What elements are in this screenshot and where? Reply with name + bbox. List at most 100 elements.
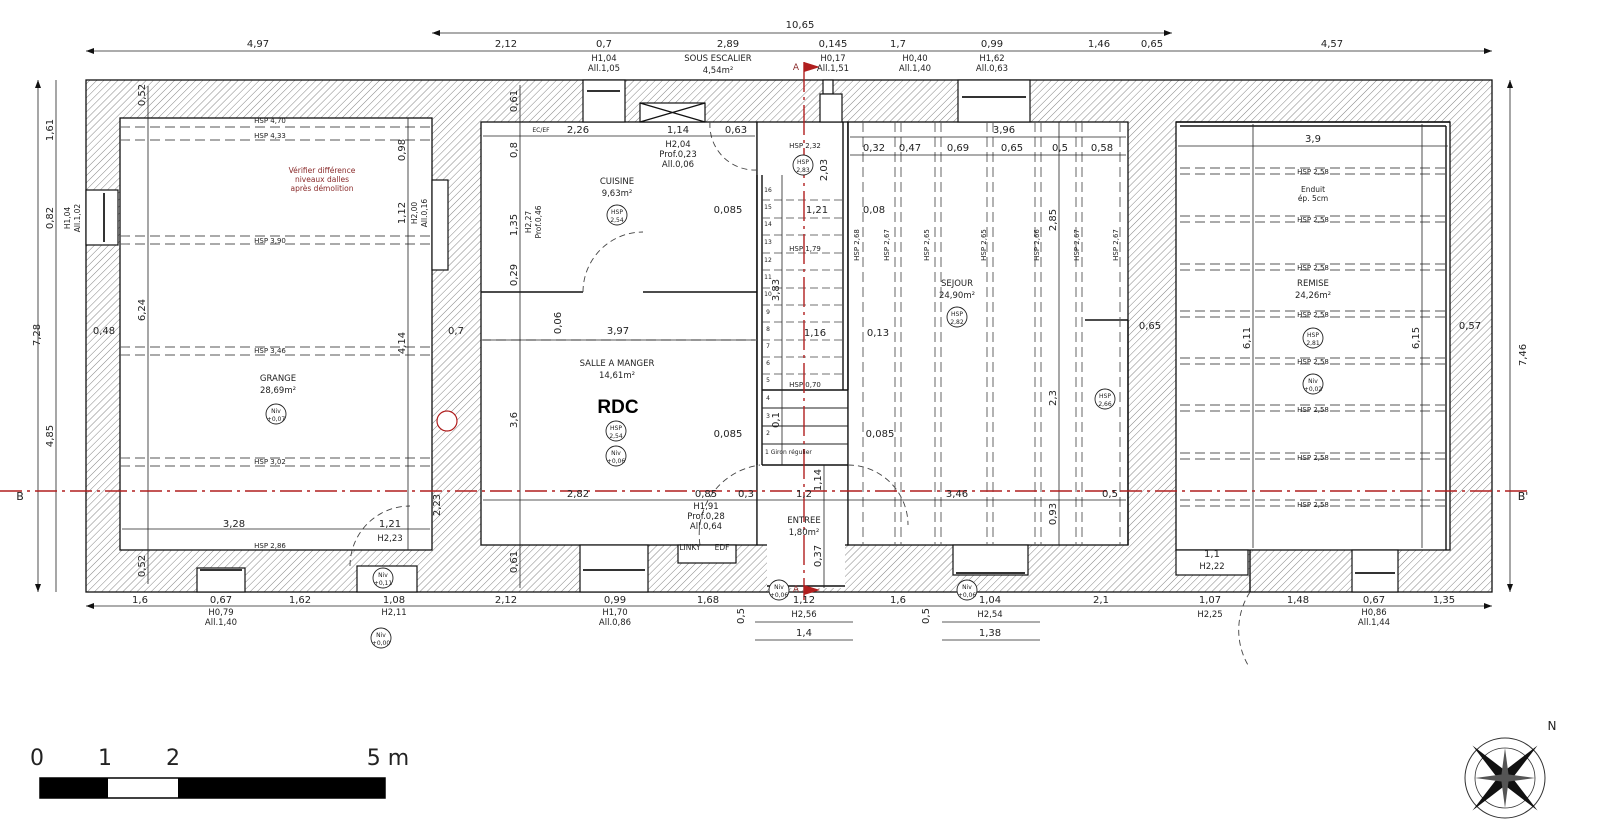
ceiling-height-label: HSP 0,70: [789, 381, 821, 389]
dimension-interior: 3,96: [993, 125, 1015, 136]
opening-spec: H0,86: [1361, 608, 1386, 618]
dimension-interior: 2,85: [1048, 209, 1059, 231]
level-marker: [372, 567, 394, 589]
section-flag-a-bottom: [804, 585, 820, 595]
ceiling-height-label: HSP 1,79: [789, 245, 821, 253]
dimension-bottom: 1,68: [697, 595, 719, 606]
opening-spec: All.1,40: [899, 64, 931, 74]
section-label-b-prime: B': [1518, 490, 1529, 503]
dimension-interior: 1,2: [796, 489, 812, 500]
section-flag-a-top: [804, 62, 820, 72]
level-marker-value: 2,54: [609, 433, 623, 440]
dimension-top: 4,97: [247, 39, 269, 50]
ceiling-height-label: HSP 2,58: [1297, 264, 1329, 272]
dimension-interior: 0,5: [1052, 143, 1068, 154]
opening-spec: H1,04: [591, 54, 616, 64]
north-label: N: [1548, 719, 1557, 733]
dimension-bottom: 0,5: [736, 608, 747, 624]
ceiling-height-label: HSP 3,46: [254, 347, 286, 355]
level-marker-type: HSP: [951, 311, 963, 318]
dimension-interior: 2,26: [567, 125, 589, 136]
dimension-top: 0,7: [596, 39, 612, 50]
dimension-top: 0,99: [981, 39, 1003, 50]
stair-treads: [762, 199, 843, 375]
room-sejour: [847, 121, 1129, 546]
dimension-bottom: 0,99: [604, 595, 626, 606]
ceiling-height-lines: [120, 122, 1446, 545]
dimension-top: 2,12: [495, 39, 517, 50]
ceiling-height-label: HSP 2,32: [789, 142, 821, 150]
stair-lower-treads: [762, 407, 848, 445]
level-marker-type: Niv: [1308, 378, 1318, 385]
opening-spec: H0,79: [208, 608, 233, 618]
opening-spec: All.1,40: [205, 618, 237, 628]
level-marker-value: +0,00: [372, 640, 391, 647]
scale-label: 1: [98, 746, 112, 771]
dimension-interior: 2,03: [819, 159, 830, 181]
enduit-note: Enduit: [1301, 185, 1325, 194]
level-marker-value: 2,82: [950, 319, 964, 326]
opening-spec: H2,25: [1197, 610, 1222, 620]
opening-spec: H2,27: [524, 211, 533, 234]
dimension-interior: 0,5: [1102, 489, 1118, 500]
dimension-bottom: 0,5: [921, 608, 932, 624]
ceiling-height-label: HSP 2,67: [1073, 229, 1081, 261]
dimension-bottom: 1,35: [1433, 595, 1455, 606]
dimension-right: 7,46: [1518, 344, 1529, 366]
room-name-sous_escalier: SOUS ESCALIER: [684, 54, 752, 64]
dimension-bottom: 0,67: [210, 595, 232, 606]
slab-warning-note: après démolition: [291, 184, 354, 193]
room-name-sejour: SEJOUR: [941, 279, 973, 289]
dimension-interior: 0,65: [1139, 321, 1161, 332]
ec-ef-label: EC/EF: [532, 127, 550, 134]
ceiling-height-label: HSP 2,66: [1033, 229, 1041, 261]
dimension-bottom: 1,04: [979, 595, 1001, 606]
dimension-interior: 3,9: [1305, 134, 1321, 145]
ceiling-height-label: HSP 4,70: [254, 117, 286, 125]
ceiling-height-label: HSP 2,67: [883, 229, 891, 261]
dimension-interior: 0,7: [448, 326, 464, 337]
dimension-interior: 0,47: [899, 143, 921, 154]
level-marker-type: Niv: [611, 450, 621, 457]
level-marker-type: HSP: [1099, 393, 1111, 400]
dimension-interior: 0,69: [947, 143, 969, 154]
dimension-interior: 0,65: [1001, 143, 1023, 154]
room-name-entree: ENTREE: [787, 516, 821, 526]
opening-spec: H2,04: [665, 140, 690, 150]
dimension-interior: 1,1: [1204, 549, 1220, 560]
slab-warning-note: niveaux dalles: [295, 175, 349, 184]
scale-label: 5 m: [367, 746, 409, 771]
opening-spec: H1,62: [979, 54, 1004, 64]
level-marker-type: Niv: [774, 584, 784, 591]
level-marker-type: Niv: [962, 584, 972, 591]
level-marker-value: +0,06: [770, 592, 789, 599]
level-marker-type: Niv: [271, 408, 281, 415]
room-area-sejour: 24,90m²: [939, 291, 975, 301]
opening-spec: H1,04: [63, 207, 72, 230]
dimension-interior: 0,98: [397, 139, 408, 161]
dimension-bottom: 1,48: [1287, 595, 1309, 606]
ceiling-height-label: HSP 2,65: [980, 229, 988, 261]
opening-spec: H2,54: [977, 610, 1002, 620]
dimension-interior: 0,63: [725, 125, 747, 136]
opening-spec: H2,23: [377, 534, 402, 544]
dimension-interior: 0,58: [1091, 143, 1113, 154]
dimension-interior: 0,61: [509, 90, 520, 112]
dimension-overall: 10,65: [786, 20, 815, 31]
dimension-bottom: 0,67: [1363, 595, 1385, 606]
section-label-a-top: A: [793, 63, 800, 73]
opening-spec: H2,00: [410, 202, 419, 225]
dimension-interior: 3,83: [771, 279, 782, 301]
dimension-top: 4,57: [1321, 39, 1343, 50]
dimension-interior: 1,14: [667, 125, 689, 136]
ceiling-height-label: HSP 2,58: [1297, 454, 1329, 462]
stair-step-number: 9: [766, 309, 770, 316]
opening-spec: All.1,51: [817, 64, 849, 74]
stair-step-number: 14: [764, 221, 772, 228]
dimension-bottom: 1,4: [796, 628, 812, 639]
dimension-interior: 0,085: [714, 429, 743, 440]
dimension-bottom: 2,1: [1093, 595, 1109, 606]
dimension-interior: 1,21: [379, 519, 401, 530]
ceiling-height-label: HSP 2,58: [1297, 358, 1329, 366]
dimension-interior: 6,11: [1242, 327, 1253, 349]
